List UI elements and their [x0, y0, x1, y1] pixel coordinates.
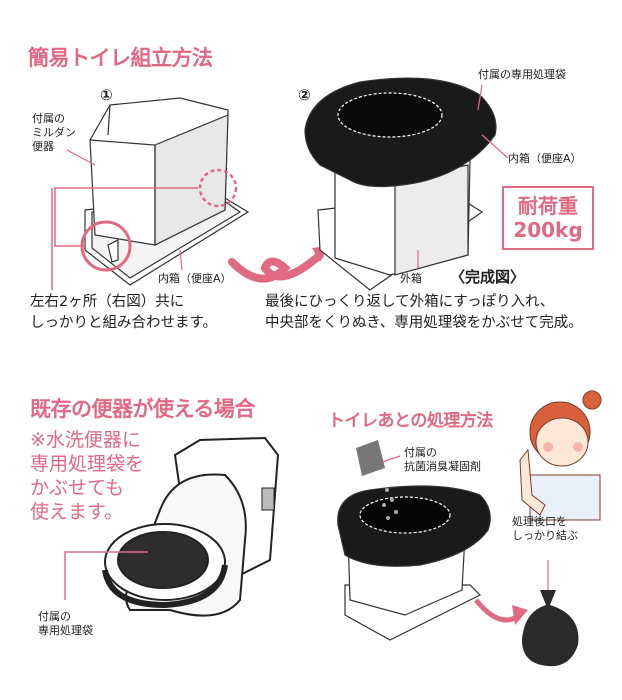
existing-toilet-note: ※水洗便器に 専用処理袋を かぶせても 使えます。	[30, 428, 144, 524]
instruction-line: 最後にひっくり返して外箱にすっぽり入れ、	[265, 294, 555, 310]
flip-arrow-icon	[228, 251, 324, 283]
load-capacity-badge: 耐荷重 200kg	[502, 186, 594, 250]
assembly-title: 簡易トイレ組立方法	[28, 46, 213, 70]
step2-inner-box-label: 内箱（便座A）	[508, 152, 582, 165]
note-line: 使えます。	[30, 501, 124, 523]
instruction-line: しっかりと組み合わせます。	[30, 315, 218, 331]
garbage-bag-icon	[522, 590, 579, 667]
badge-line: 200kg	[513, 218, 583, 242]
coagulant-label: 付属の 抗菌消臭凝固剤	[404, 446, 481, 474]
label-line: 抗菌消臭凝固剤	[404, 460, 481, 473]
label-line: 付属の	[38, 610, 71, 623]
label-line: しっかり結ぶ	[512, 529, 578, 542]
note-line: ※水洗便器に	[30, 429, 141, 451]
step2-bag-label: 付属の専用処理袋	[478, 68, 566, 81]
completed-label: 〈完成図〉	[450, 268, 526, 286]
label-line: 付属の	[404, 446, 437, 459]
label-line: 処理後口を	[512, 515, 567, 528]
label-line: 便器	[32, 140, 54, 153]
step1-toilet-label: 付属の ミルダン 便器	[32, 112, 76, 154]
disposal-illustration	[337, 440, 491, 641]
step1-inner-box-label: 内箱（便座A）	[158, 272, 232, 285]
powder-dots	[382, 488, 398, 520]
tie-bag-label: 処理後口を しっかり結ぶ	[512, 515, 578, 543]
label-line: ミルダン	[32, 126, 76, 139]
step1-instruction: 左右2ヶ所（右図）共に しっかりと組み合わせます。	[30, 292, 217, 334]
disposal-title: トイレあとの処理方法	[328, 411, 493, 431]
existing-toilet-title: 既存の便器が使える場合	[30, 397, 255, 421]
badge-line: 耐荷重	[518, 194, 578, 218]
step1-box-illustration	[84, 97, 250, 286]
existing-toilet-bag-label: 付属の 専用処理袋	[38, 610, 93, 638]
highlight-circle-dashed	[198, 168, 238, 208]
note-line: かぶせても	[30, 477, 125, 499]
step2-box-illustration	[304, 77, 497, 291]
step2-number: ②	[298, 86, 311, 104]
woman-character-illustration	[519, 390, 602, 521]
step2-instruction: 最後にひっくり返して外箱にすっぽり入れ、 中央部をくりぬき、専用処理袋をかぶせて…	[265, 292, 583, 334]
instruction-line: 中央部をくりぬき、専用処理袋をかぶせて完成。	[265, 315, 583, 331]
instruction-line: 左右2ヶ所（右図）共に	[30, 294, 185, 310]
outer-box-label: 外箱	[400, 272, 422, 285]
coagulant-packet	[356, 440, 385, 476]
note-line: 専用処理袋を	[30, 453, 145, 475]
step1-number: ①	[100, 86, 113, 104]
label-line: 付属の	[32, 112, 65, 125]
toilet-illustration	[102, 436, 280, 617]
label-line: 専用処理袋	[38, 624, 93, 637]
